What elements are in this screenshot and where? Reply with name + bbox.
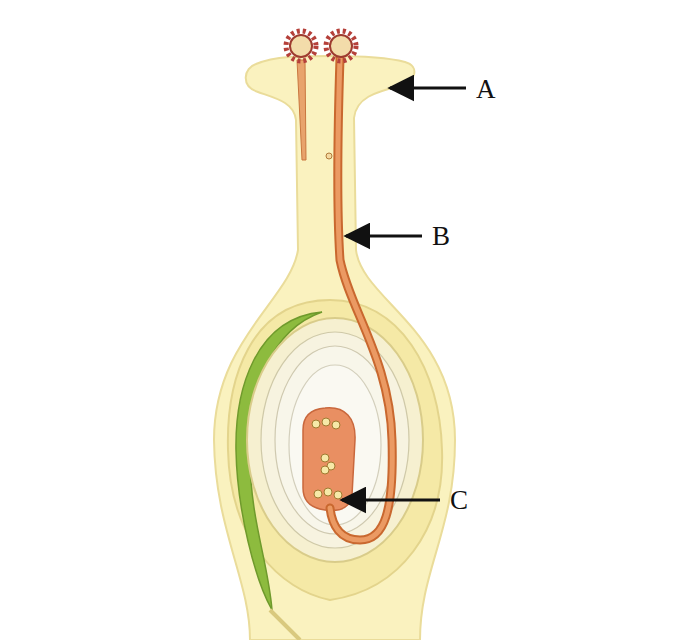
pistil: [214, 56, 455, 640]
callout-letter: B: [432, 223, 450, 250]
pollen-tube: [297, 60, 306, 160]
nuclei: [312, 418, 342, 499]
embryo-sac: [303, 408, 355, 511]
leader-line: [342, 499, 440, 502]
pollen-grain: [286, 31, 356, 61]
tube-nucleus: [326, 153, 332, 159]
leader-line: [390, 87, 466, 90]
callout-letter: A: [476, 76, 496, 103]
leader-line: [346, 235, 422, 238]
callout-letter: C: [450, 487, 468, 514]
pollen-tube: [330, 58, 392, 540]
funicle: [270, 610, 300, 640]
pollen-tube: [330, 58, 392, 540]
